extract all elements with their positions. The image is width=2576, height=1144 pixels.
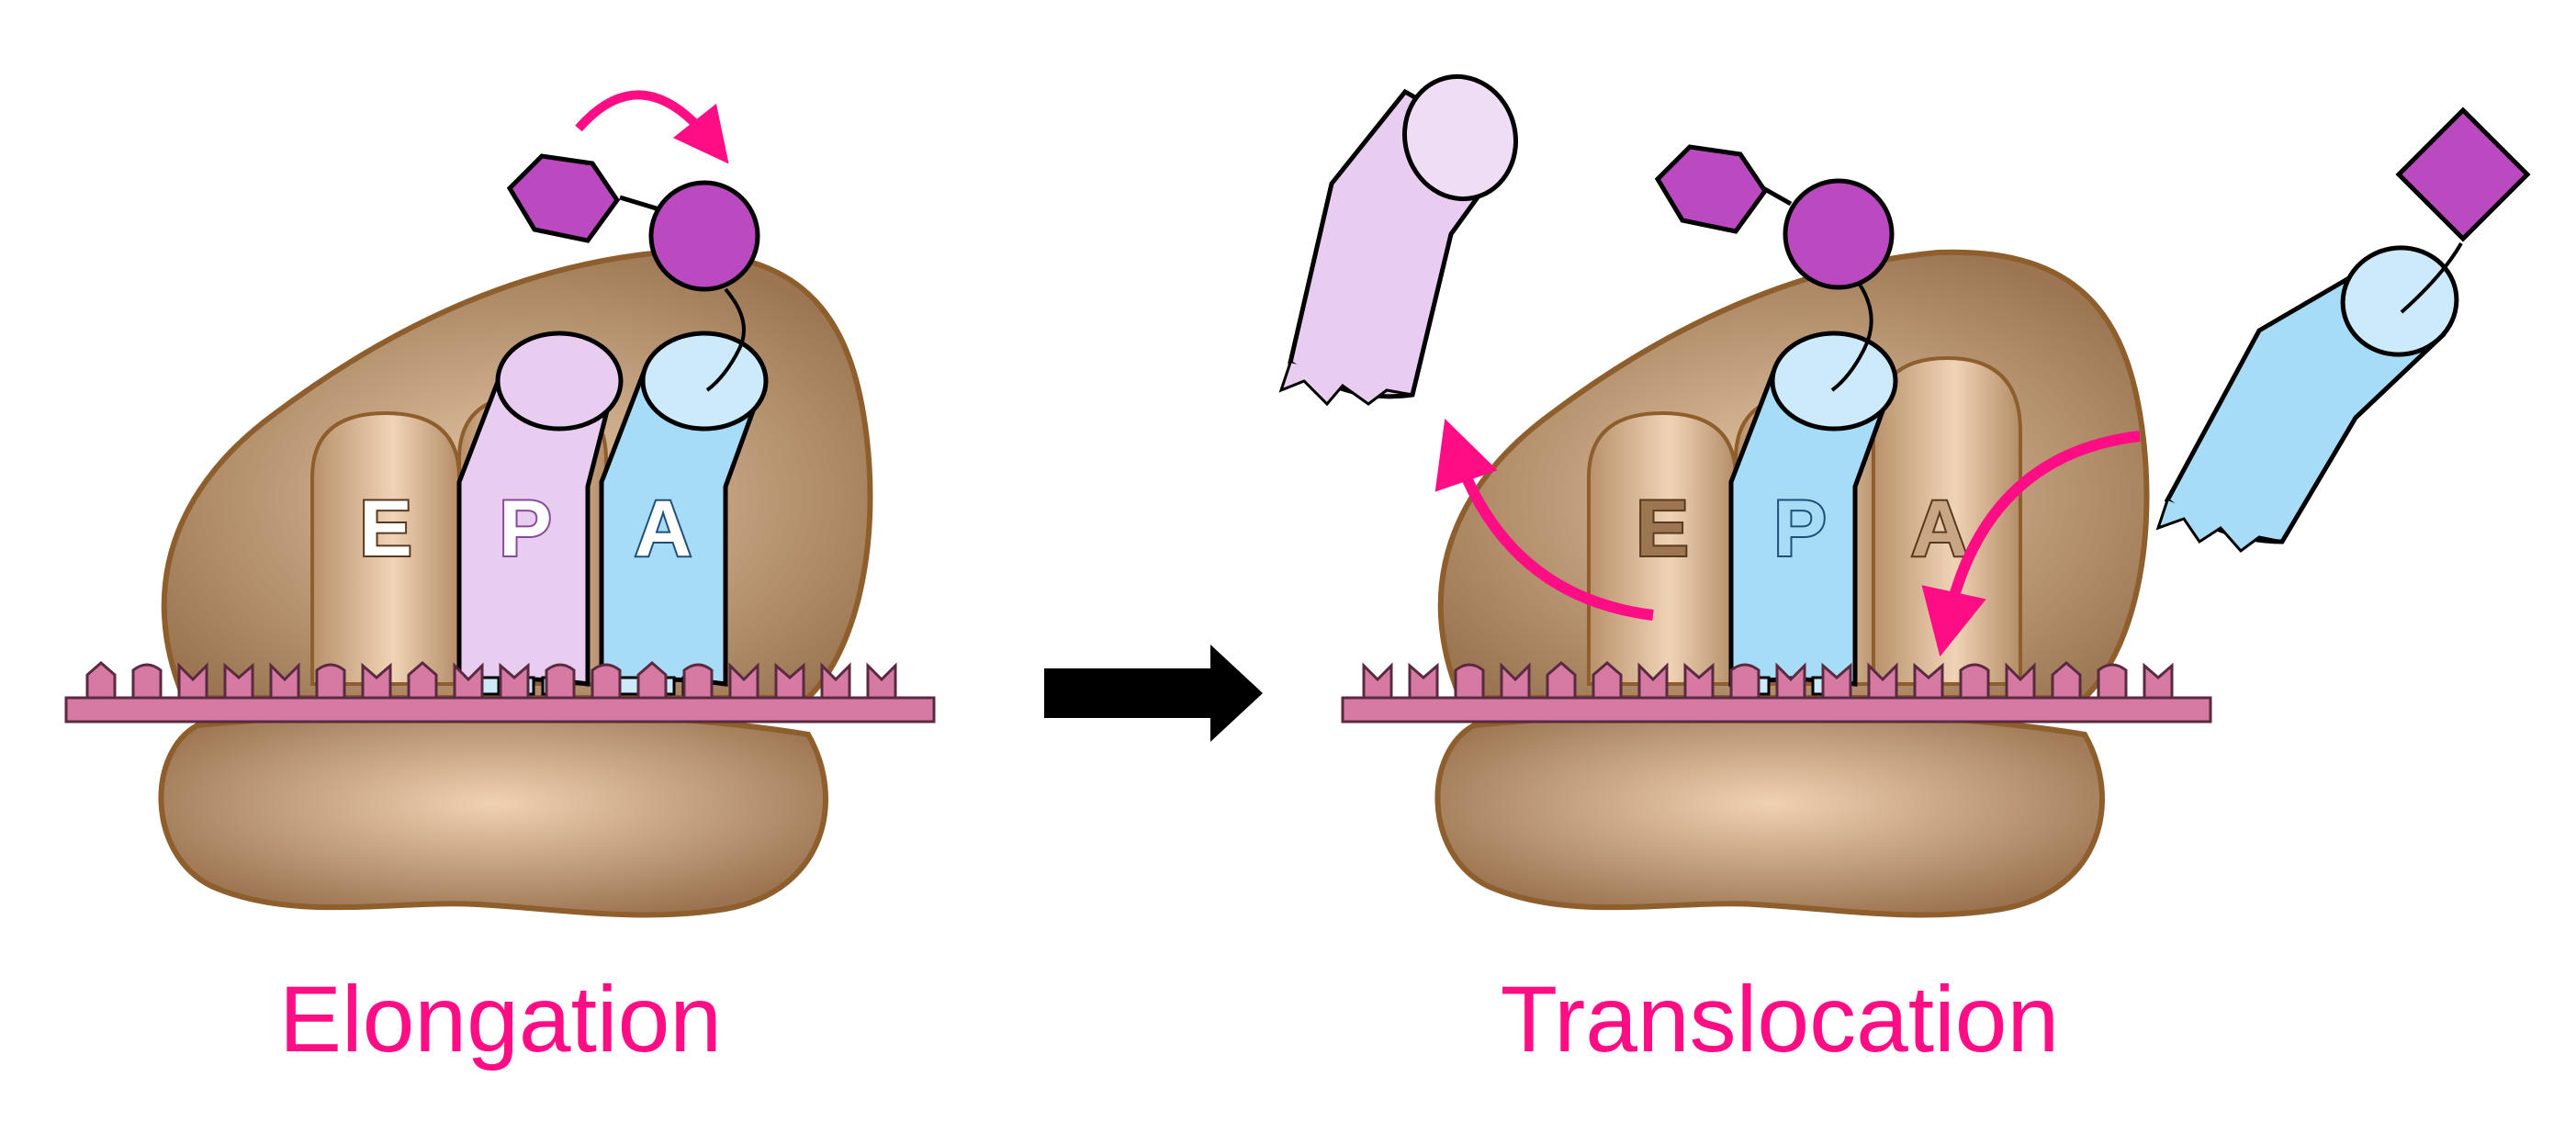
site-label-a: A [1911,485,1968,573]
elongation-panel: E P A [64,90,936,1071]
translocation-panel: E P A [1278,73,2531,1071]
e-site-slot [1587,410,1738,686]
small-ribosomal-subunit [1434,710,2105,918]
mrna-strand [64,661,936,723]
site-label-p: P [1773,485,1826,573]
peptide-chain [506,153,760,392]
amino-acid-hexagon [506,153,621,243]
trna-exiting [1278,73,1518,407]
translocation-caption: Translocation [1501,967,2060,1071]
e-site-slot [310,410,461,686]
site-label-e: E [359,485,411,573]
amino-acid-circle [648,180,760,292]
site-label-a: A [635,485,692,573]
amino-acid-circle [1783,178,1895,290]
site-label-e: E [1636,485,1688,573]
peptide-chain [1654,144,1895,392]
amino-acid-diamond [2395,107,2531,242]
amino-acid-hexagon [1654,144,1769,234]
trna-incoming [2155,107,2531,554]
peptide-transfer-arrow [575,90,729,164]
small-ribosomal-subunit [158,710,828,918]
site-label-p: P [499,485,551,573]
progression-arrow [1044,645,1263,742]
elongation-caption: Elongation [279,967,722,1071]
mrna-strand [1341,661,2212,723]
exit-arrow [1434,418,1654,621]
entry-arrow [1921,431,2141,657]
